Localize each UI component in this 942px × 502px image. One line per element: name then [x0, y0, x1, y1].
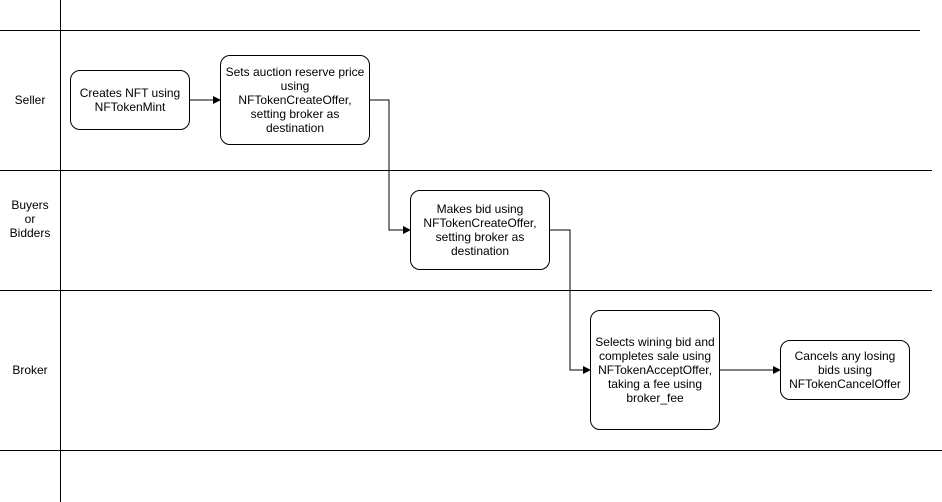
- node-cancel-losing-bids: Cancels any losing bids using NFTokenCan…: [780, 340, 910, 400]
- node-set-auction-reserve: Sets auction reserve price using NFToken…: [220, 55, 370, 145]
- lane-label-seller: Seller: [14, 93, 46, 107]
- node-make-bid: Makes bid using NFTokenCreateOffer, sett…: [410, 190, 550, 270]
- lane-label-broker: Broker: [12, 363, 48, 377]
- node-select-winning-bid: Selects wining bid and completes sale us…: [590, 310, 720, 430]
- lane-label-buyers-or-bidders: Buyers or Bidders: [9, 198, 51, 240]
- edge-set-reserve-to-make-bid: [370, 99, 411, 234]
- edge-make-bid-to-select-winner: [550, 229, 591, 374]
- node-create-nft: Creates NFT using NFTokenMint: [70, 70, 190, 130]
